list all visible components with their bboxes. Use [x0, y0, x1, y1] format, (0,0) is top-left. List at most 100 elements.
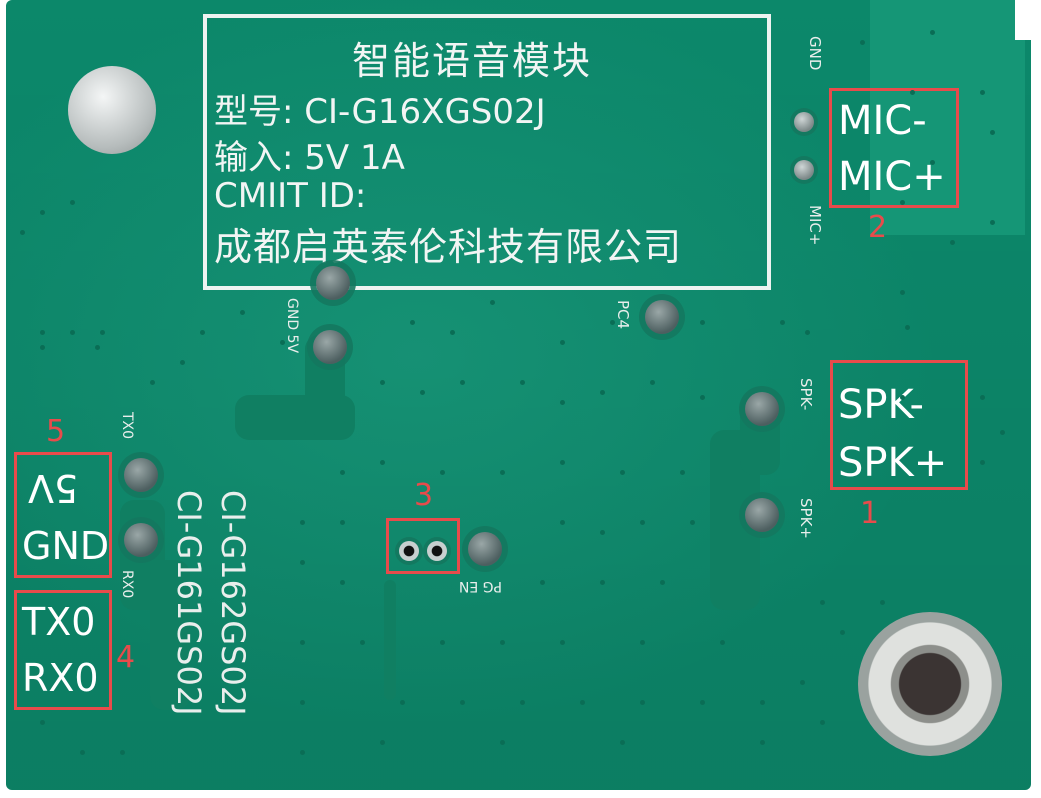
via [80, 750, 85, 755]
annotation-number-3: 3 [414, 478, 434, 513]
label-model: 型号: CI-G16XGS02J [214, 92, 546, 132]
box-uart-line-2: RX0 [22, 656, 99, 700]
via [340, 520, 345, 525]
via [800, 680, 805, 685]
box-spk-line-2: SPK+ [838, 440, 948, 486]
via [420, 390, 425, 395]
via [620, 740, 625, 745]
via [460, 380, 465, 385]
via [580, 700, 585, 705]
via [620, 470, 625, 475]
mounting-hole-bottom-right [858, 612, 1002, 756]
rx0-silk: RX0 [119, 570, 135, 599]
mic-pos-pad [794, 160, 814, 180]
via [700, 700, 705, 705]
via [560, 640, 565, 645]
via [760, 740, 765, 745]
annotation-box-pins [386, 518, 460, 574]
annotation-box-mic [829, 88, 959, 208]
annotation-box-spk [830, 360, 968, 490]
box-spk-line-1: SPK- [838, 382, 924, 428]
via [780, 320, 785, 325]
model-text-2: CI-G161GS02J [170, 490, 208, 716]
gnd-top-silk: GND [806, 36, 824, 71]
gnd-pad [316, 266, 350, 300]
via [500, 740, 505, 745]
via [540, 580, 545, 585]
via [500, 470, 505, 475]
via [610, 320, 615, 325]
via [600, 530, 605, 535]
via [880, 600, 885, 605]
label-input: 输入: 5V 1A [214, 138, 405, 178]
via [905, 325, 910, 330]
via [980, 90, 985, 95]
via [840, 630, 845, 635]
via [200, 330, 205, 335]
via [450, 330, 455, 335]
via [95, 345, 100, 350]
via [560, 460, 565, 465]
board-corner-cutout [1015, 0, 1041, 40]
label-title: 智能语音模块 [352, 39, 593, 83]
via [180, 360, 185, 365]
annotation-number-2: 2 [868, 210, 888, 245]
via [910, 90, 915, 95]
pg-pin [399, 541, 419, 561]
box-power-line-2: GND [22, 524, 110, 568]
board-edge-strip [870, 0, 1025, 235]
gnd-5v-silk: GND 5V [284, 298, 300, 354]
spk-pos-pad [745, 498, 779, 532]
via [20, 230, 25, 235]
via [100, 330, 105, 335]
via [300, 520, 305, 525]
via [440, 640, 445, 645]
trace [150, 560, 190, 710]
via [300, 700, 305, 705]
mic-pos-silk: MIC+ [806, 205, 824, 246]
en-pin [427, 541, 447, 561]
via [340, 580, 345, 585]
via [660, 580, 665, 585]
via [990, 220, 995, 225]
module-label-box [203, 14, 771, 290]
model-text-1: CI-G162GS02J [214, 490, 252, 716]
via [930, 30, 935, 35]
box-power-line-1: 5V [28, 466, 79, 510]
via [805, 330, 810, 335]
via [600, 390, 605, 395]
box-mic-line-2: MIC+ [838, 154, 946, 200]
pc4-pad [645, 300, 679, 334]
via [460, 700, 465, 705]
via [640, 520, 645, 525]
annotation-number-4: 4 [116, 640, 136, 675]
rx0-pad [124, 523, 158, 557]
via [950, 240, 955, 245]
via [520, 380, 525, 385]
via [860, 40, 865, 45]
via [760, 700, 765, 705]
via [640, 640, 645, 645]
via [600, 580, 605, 585]
via [650, 380, 655, 385]
via [560, 340, 565, 345]
via [380, 460, 385, 465]
trace [384, 580, 396, 700]
via [380, 380, 385, 385]
via [300, 560, 305, 565]
5v-pad [313, 330, 347, 364]
spk-neg-pad [745, 392, 779, 426]
via [900, 395, 905, 400]
box-mic-line-1: MIC- [838, 98, 927, 144]
spk-pos-silk: SPK+ [797, 498, 815, 539]
label-company: 成都启英泰伦科技有限公司 [214, 225, 683, 269]
via [560, 520, 565, 525]
via [240, 310, 245, 315]
via [690, 520, 695, 525]
via [930, 160, 935, 165]
via [120, 750, 125, 755]
via [820, 720, 825, 725]
via [900, 200, 905, 205]
via [700, 395, 705, 400]
mic-neg-pad [794, 112, 814, 132]
